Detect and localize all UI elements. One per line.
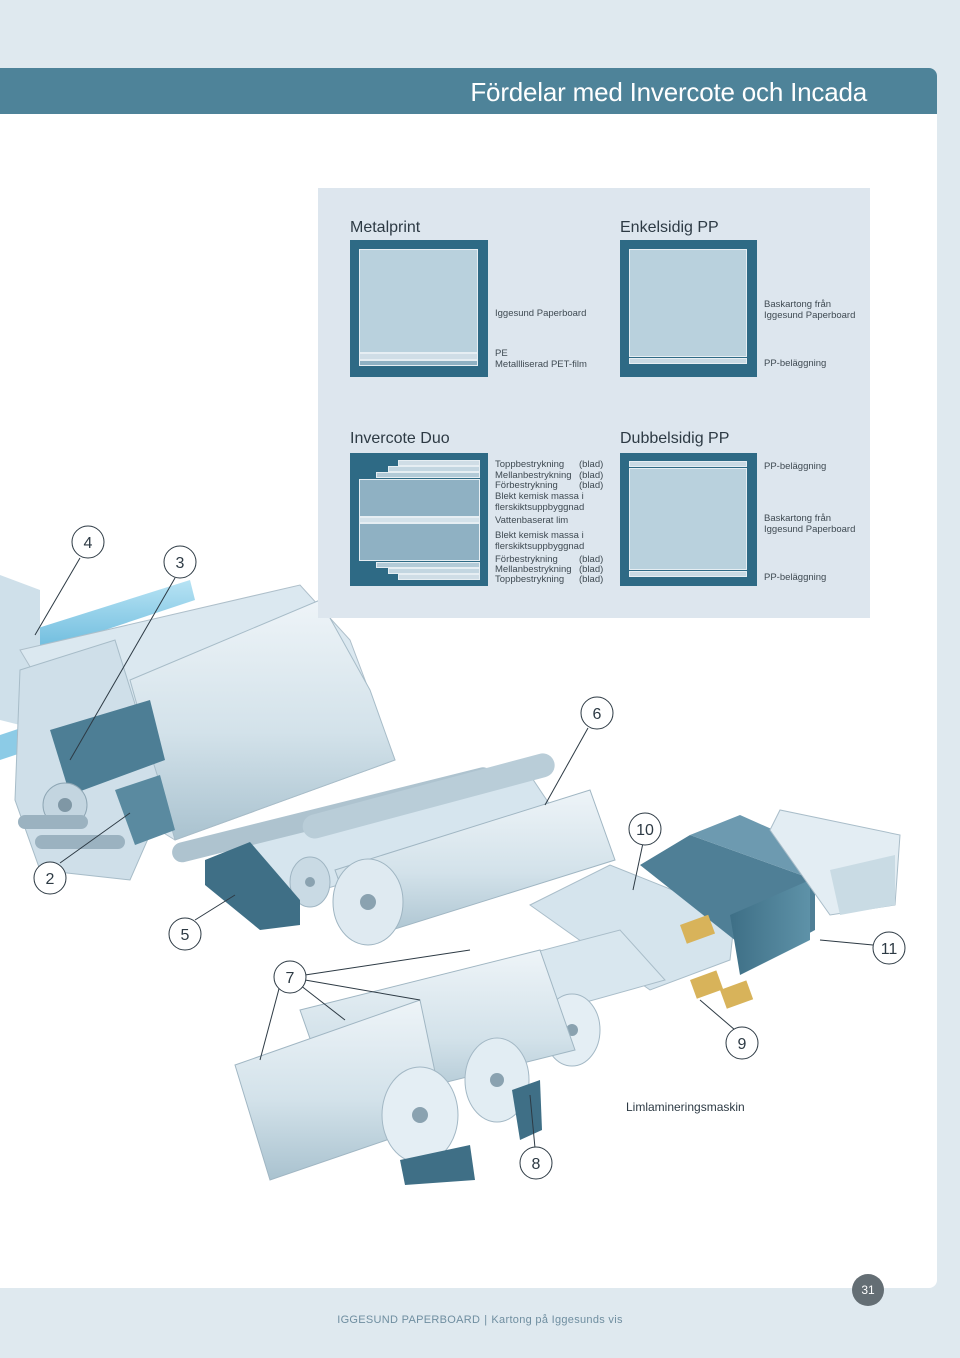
pp-layer-bottom [629,571,747,577]
dubbelsidig-diagram [620,453,757,586]
duo-label-9: Vattenbaserat lim [495,515,569,526]
dubbelsidig-title: Dubbelsidig PP [620,430,730,447]
duo-label-17: (blad) [579,574,604,585]
enkelsidig-label-2: Iggesund Paperboard [764,310,856,321]
metalprint-label-pe: PE [495,348,508,359]
title-bar: Fördelar med Invercote och Incada [0,68,937,114]
pp-layer-top [629,461,747,467]
roller-bank [172,753,616,946]
footer: IGGESUND PAPERBOARD|Kartong på Iggesunds… [0,1314,960,1326]
callout-2 [33,861,67,895]
callout-11 [872,931,906,965]
duo-label-10: Blekt kemisk massa i [495,530,584,541]
callout-5 [168,917,202,951]
callout-5-label: 5 [181,927,190,944]
pulp-layer-top [359,479,480,517]
metalprint-title: Metalprint [350,219,421,236]
dubbelsidig-label-1: PP-beläggning [764,461,827,472]
page-number: 31 [852,1274,884,1306]
callout-9-label: 9 [738,1036,747,1053]
callout-8-label: 8 [532,1156,541,1173]
pre-coat-layer-bottom [376,562,480,568]
machine-caption: Limlamineringsmaskin [626,1100,745,1114]
pulp-layer-bottom [359,523,480,561]
callout-4 [71,525,105,559]
duo-label-5: Förbestrykning [495,480,558,491]
page-title: Fördelar med Invercote och Incada [470,77,867,107]
callout-3 [163,545,197,579]
board-layer [359,249,478,353]
callout-11-label: 11 [881,941,898,958]
footer-brand: IGGESUND PAPERBOARD [337,1314,481,1326]
duo-label-6: (blad) [579,480,604,491]
duo-label-16: Toppbestrykning [495,574,565,585]
duo-label-8: flerskiktsuppbyggnad [495,502,585,513]
duo-label-14: Mellanbestrykning [495,564,572,575]
enkelsidig-diagram [620,240,757,377]
pet-film-layer [359,360,478,366]
callout-2-label: 2 [46,871,55,888]
mid-coat-layer [388,466,480,472]
coating-unit [14,584,396,881]
callout-10 [628,812,662,846]
callout-leaders [34,557,874,1149]
unwind-rolls [234,929,666,1185]
callout-9 [725,1026,759,1060]
top-coat-layer [398,460,480,466]
sheet-stacker [529,809,901,1009]
callout-6-label: 6 [593,706,602,723]
pp-layer [629,358,747,364]
glue-layer [359,517,480,523]
duo-label-11: flerskiktsuppbyggnad [495,541,585,552]
duo-label-15: (blad) [579,564,604,575]
board-layer [629,468,747,570]
metalprint-diagram [350,240,488,377]
duo-label-12: Förbestrykning [495,554,558,565]
enkelsidig-title: Enkelsidig PP [620,219,719,236]
pre-coat-layer [376,472,480,478]
structure-panel: Metalprint Iggesund Paperboard PE Metall… [318,188,870,618]
duo-label-2: (blad) [579,459,604,470]
enkelsidig-label-3: PP-beläggning [764,358,827,369]
callout-4-label: 4 [84,535,93,552]
callout-7 [273,960,307,994]
footer-separator: | [484,1314,488,1326]
top-coat-layer-bottom [398,574,480,580]
callout-10-label: 10 [636,822,654,839]
dubbelsidig-label-2: Baskartong från [764,513,832,524]
callout-3-label: 3 [176,555,185,572]
duo-label-3: Mellanbestrykning [495,470,572,481]
board-layer [629,249,747,357]
metalprint-label-pet: Metallliserad PET-film [495,359,587,370]
duo-label-13: (blad) [579,554,604,565]
callout-8 [519,1146,553,1180]
mid-coat-layer-bottom [388,568,480,574]
enkelsidig-label-1: Baskartong från [764,299,832,310]
metalprint-label-board: Iggesund Paperboard [495,308,587,319]
callout-7-label: 7 [286,970,295,987]
dubbelsidig-label-3: Iggesund Paperboard [764,524,856,535]
callout-6 [580,696,614,730]
duo-label-7: Blekt kemisk massa i [495,491,584,502]
pe-layer [359,353,478,360]
duo-title: Invercote Duo [350,430,450,447]
footer-text: Kartong på Iggesunds vis [491,1314,623,1326]
dubbelsidig-label-4: PP-beläggning [764,572,827,583]
duo-label-4: (blad) [579,470,604,481]
duo-label-1: Toppbestrykning [495,459,565,470]
duo-diagram [350,453,488,586]
